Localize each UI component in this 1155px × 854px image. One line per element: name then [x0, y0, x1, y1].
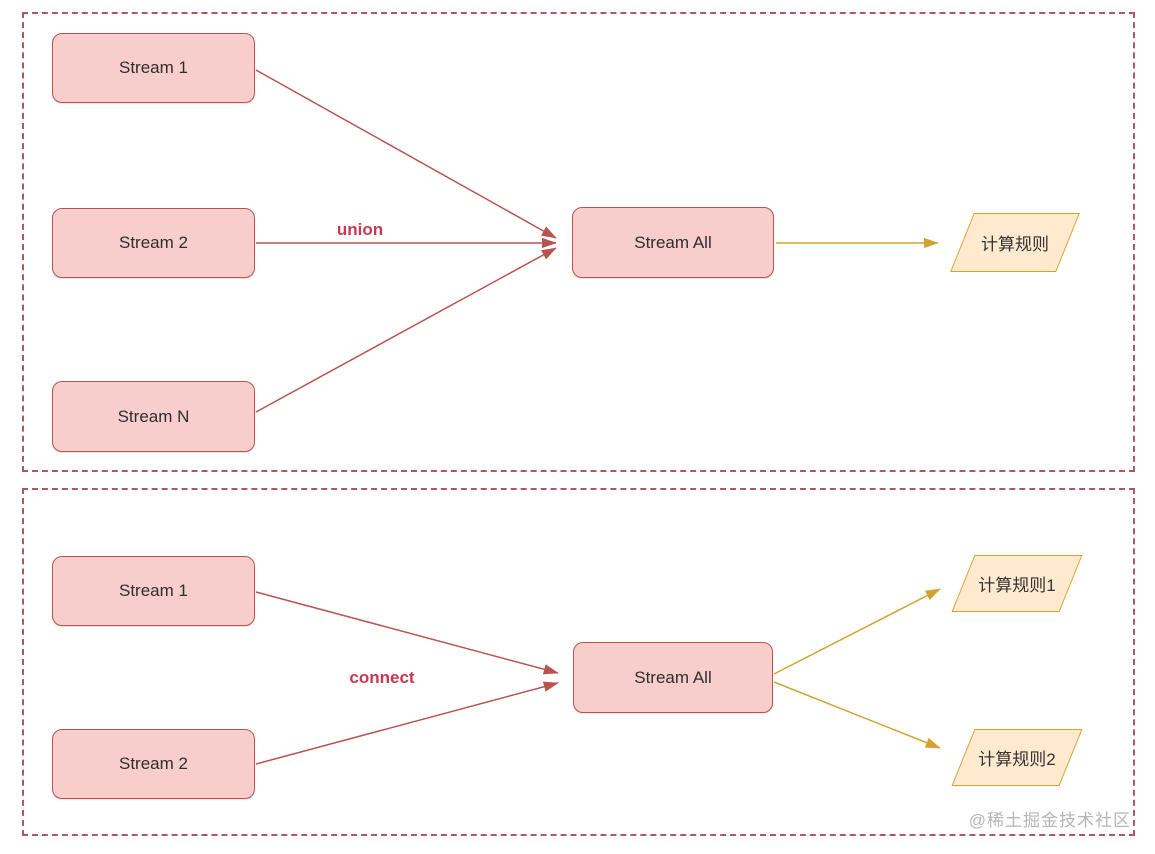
connect-stream-1-label: Stream 1 [119, 581, 188, 600]
connect-calc-rule-1-node: 计算规则1 [951, 555, 1083, 612]
connect-stream-2-node: Stream 2 [52, 729, 255, 799]
union-calc-rule-label: 计算规则 [981, 235, 1049, 254]
union-section-container [22, 12, 1135, 472]
connect-section-container [22, 488, 1135, 836]
union-stream-n-label: Stream N [117, 406, 190, 426]
connect-calc-rule-2-label: 计算规则2 [978, 750, 1056, 769]
union-stream-2-node: Stream 2 [52, 208, 255, 278]
connect-stream-2-label: Stream 2 [119, 754, 188, 773]
union-stream-2-label: Stream 2 [119, 233, 188, 252]
union-stream-all-label: Stream All [634, 232, 712, 252]
connect-stream-all-node: Stream All [573, 642, 773, 713]
union-stream-all-node: Stream All [572, 207, 774, 278]
connect-stream-all-label: Stream All [634, 667, 712, 687]
connect-calc-rule-2-node: 计算规则2 [951, 729, 1083, 786]
union-stream-1-node: Stream 1 [52, 33, 255, 103]
union-edge-label: union [336, 220, 384, 239]
union-calc-rule-node: 计算规则 [950, 213, 1080, 272]
connect-stream-1-node: Stream 1 [52, 556, 255, 626]
union-stream-1-label: Stream 1 [119, 58, 188, 77]
connect-edge-label: connect [349, 668, 415, 687]
watermark: @稀土掘金技术社区 [968, 811, 1131, 830]
connect-calc-rule-1-label: 计算规则1 [978, 576, 1056, 595]
union-stream-n-node: Stream N [52, 381, 255, 452]
